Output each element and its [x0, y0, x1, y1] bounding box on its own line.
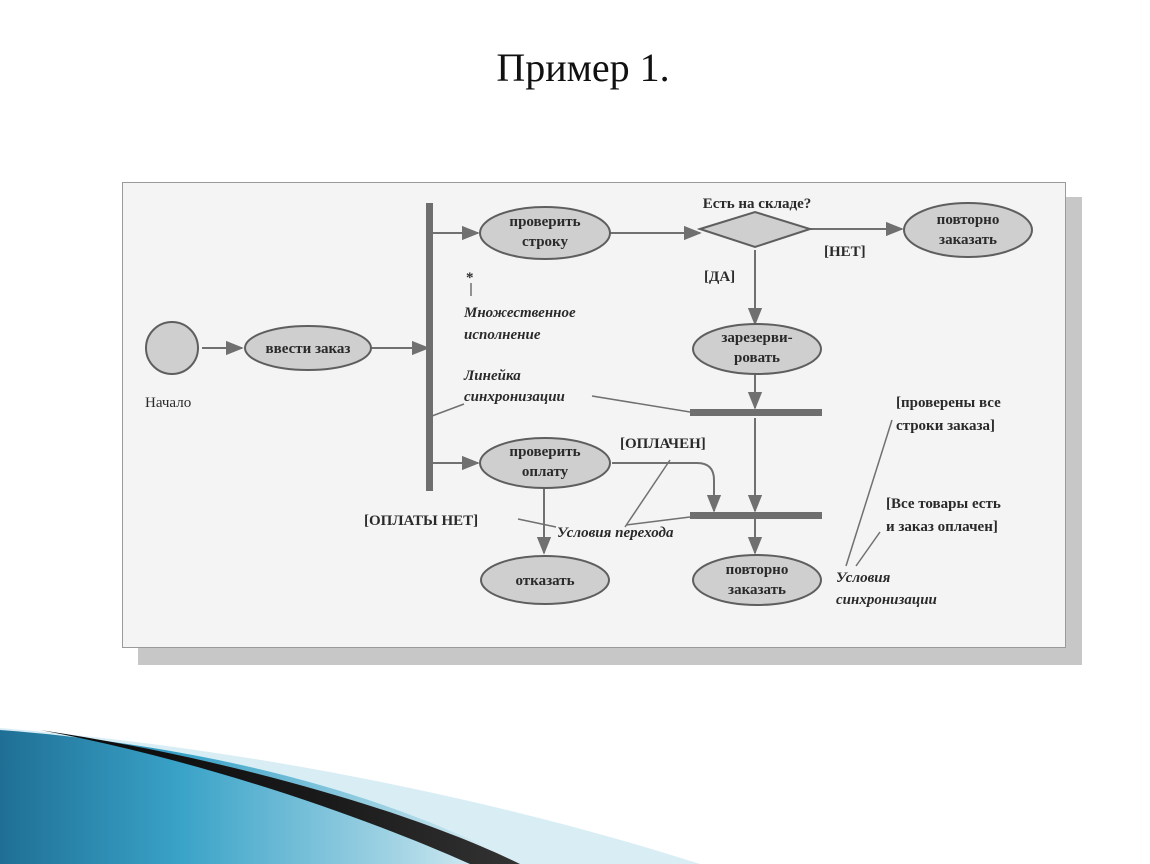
- guard-all-goods-2: и заказ оплачен]: [886, 519, 998, 535]
- leader-sync-bar-right: [591, 395, 691, 413]
- node-enter-order-label: ввести заказ: [266, 341, 351, 357]
- start-label: Начало: [145, 395, 191, 411]
- guard-yes: [ДА]: [704, 269, 735, 285]
- leader-paid: [624, 459, 671, 528]
- node-check-payment: [479, 437, 611, 489]
- swoosh-dark: [40, 730, 520, 864]
- start-node: [145, 321, 199, 375]
- node-reorder-top-label-1: повторно: [937, 212, 1000, 228]
- node-check-line-label-1: проверить: [509, 214, 580, 230]
- annotation-leaders: [431, 283, 893, 567]
- node-reserve: [692, 323, 822, 375]
- leader-sync-cond-1: [845, 419, 893, 567]
- decision-label: Есть на складе?: [703, 196, 812, 212]
- sync-bar-1: [690, 409, 822, 416]
- annotation-multiple-2: исполнение: [464, 327, 541, 343]
- guard-paid: [ОПЛАЧЕН]: [620, 436, 706, 452]
- node-check-payment-label-2: оплату: [522, 464, 569, 480]
- edges: [202, 221, 904, 555]
- leader-transition: [625, 516, 691, 526]
- guard-no: [НЕТ]: [824, 244, 866, 260]
- guard-all-lines-1: [проверены все: [896, 395, 1001, 411]
- annotation-sync-cond-1: Условия: [836, 570, 891, 586]
- fork-bar: [426, 203, 433, 491]
- node-reorder-bottom-label-2: заказать: [728, 582, 786, 598]
- node-reorder-bottom-label-1: повторно: [726, 562, 789, 578]
- leader-not-paid: [517, 518, 557, 528]
- edge-check-payment-to-sync2: [612, 462, 722, 513]
- node-check-line-label-2: строку: [522, 234, 568, 250]
- guard-all-goods-1: [Все товары есть: [886, 496, 1001, 512]
- guard-not-paid: [ОПЛАТЫ НЕТ]: [364, 513, 478, 529]
- node-reorder-top: [903, 202, 1033, 258]
- annotation-transition: Условия перехода: [557, 525, 674, 541]
- node-refuse-label: отказать: [515, 573, 574, 589]
- node-check-line: [479, 206, 611, 260]
- sync-bar-2: [690, 512, 822, 519]
- node-refuse: [480, 555, 610, 605]
- annotation-sync-bar-1: Линейка: [463, 368, 521, 384]
- leader-sync-cond-2: [855, 531, 881, 567]
- node-reserve-label-1: зарезерви-: [721, 330, 792, 346]
- leader-sync-bar: [431, 403, 465, 417]
- annotation-multiple-1: Множественное: [463, 305, 576, 321]
- annotation-sync-bar-2: синхронизации: [464, 389, 565, 405]
- node-reserve-label-2: ровать: [734, 350, 780, 366]
- node-enter-order: [244, 325, 372, 371]
- node-reorder-top-label-2: заказать: [939, 232, 997, 248]
- guard-all-lines-2: строки заказа]: [896, 418, 995, 434]
- decision-in-stock: [696, 210, 814, 249]
- node-check-payment-label-1: проверить: [509, 444, 580, 460]
- multiplicity-mark: *: [466, 270, 474, 286]
- slide-title: Пример 1.: [496, 45, 670, 90]
- annotation-sync-cond-2: синхронизации: [836, 592, 937, 608]
- node-reorder-bottom: [692, 554, 822, 606]
